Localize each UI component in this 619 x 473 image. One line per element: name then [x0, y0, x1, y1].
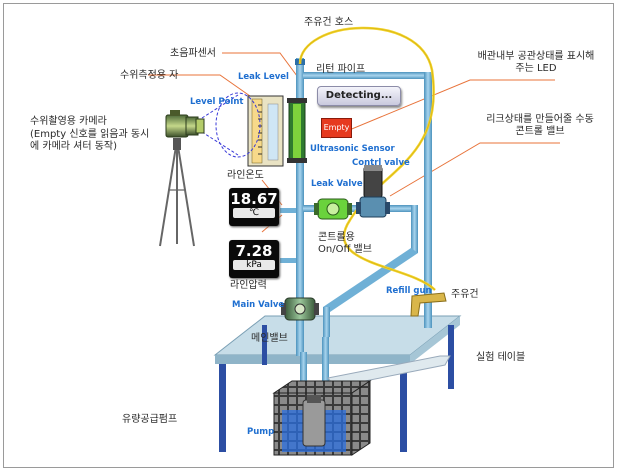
leak-level-label: Leak Level: [238, 72, 289, 82]
test-table-label: 실험 테이블: [476, 352, 526, 363]
empty-led: Empty: [321, 118, 352, 138]
ultrasonic-sensor-label: Ultrasonic Sensor: [310, 144, 395, 154]
main-valve-label: Main Valve: [232, 300, 285, 310]
hose-label: 주유건 호스: [304, 17, 354, 28]
camera: [165, 110, 205, 138]
flow-pump-label: 유량공급펌프: [122, 414, 178, 425]
leak-valve: [314, 198, 352, 220]
line-pressure-label: 라인압력: [230, 280, 267, 291]
control-valve-desc-label: 리크상태를 만들어줄 수동 콘트롤 밸브: [486, 114, 594, 137]
pump-tank: [272, 380, 372, 456]
level-point-label: Level Point: [190, 97, 244, 107]
camera-title-label: 수위촬영용 카메라: [30, 116, 107, 127]
camera-field-of-view: [201, 92, 261, 158]
pressure-value: 7.28: [235, 242, 273, 260]
sight-tube: [287, 98, 307, 163]
main-valve: [281, 297, 319, 321]
temperature-display: 18.67 ℃: [229, 188, 279, 226]
pipe-network: [280, 58, 451, 402]
diagram-frame: [3, 3, 614, 468]
line-temp-label: 라인온도: [227, 170, 264, 181]
ultrasonic-sensor-kr-label: 초음파센서: [170, 48, 216, 59]
test-table: [213, 315, 462, 452]
tripod: [159, 138, 195, 247]
contrl-valve-label: Contrl valve: [352, 158, 410, 168]
detecting-status: Detecting...: [317, 86, 401, 106]
refuel-gun-label: 주유건: [451, 289, 479, 300]
pressure-unit: kPa: [233, 260, 275, 270]
pump-label: Pump: [247, 427, 275, 437]
temperature-value: 18.67: [230, 190, 278, 208]
level-ruler: [247, 95, 284, 167]
main-valve-kr-label: 메인밸브: [251, 333, 288, 344]
camera-desc-label: (Empty 신호를 읽음과 동시에 카메라 셔터 동작): [30, 129, 150, 152]
refuel-gun: [410, 292, 447, 317]
leak-valve-label: Leak Valve: [311, 179, 363, 189]
pressure-display: 7.28 kPa: [229, 240, 279, 278]
refill-gun-label: Refill gun: [386, 286, 432, 296]
temperature-unit: ℃: [233, 208, 275, 218]
led-desc-label: 배관내부 공관상태를 표시해 주는 LED: [477, 51, 595, 74]
return-pipe-label: 리턴 파이프: [316, 64, 366, 75]
control-onoff-desc-label: 콘트롤용 On/Off 밸브: [318, 232, 372, 255]
ruler-label: 수위측정용 자: [120, 70, 179, 81]
control-valve: [356, 165, 390, 218]
callout-lines: [148, 52, 560, 233]
